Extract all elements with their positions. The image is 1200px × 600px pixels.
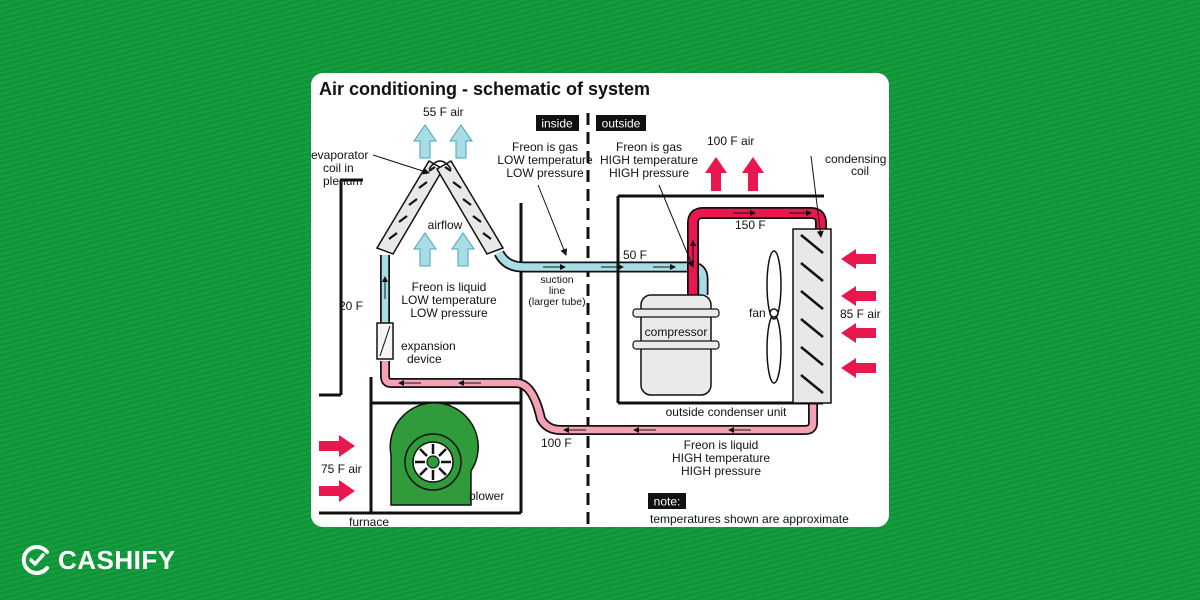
- top-air-temp: 55 F air: [423, 105, 464, 119]
- liquid-low-label-1: Freon is liquid: [412, 280, 487, 294]
- liquid-high-label-3: HIGH pressure: [681, 464, 761, 478]
- gas-high-label-2: HIGH temperature: [600, 153, 698, 167]
- gas-low-label-2: LOW temperature: [497, 153, 593, 167]
- blower-label: blower: [469, 489, 504, 503]
- diagram-card: Air conditioning - schematic of system i…: [311, 73, 889, 527]
- temp-20-label: 20 F: [339, 299, 363, 313]
- liquid-low-label-2: LOW temperature: [401, 293, 497, 307]
- liquid-high-flow-arrows: [398, 380, 751, 433]
- airflow-arrows: [413, 232, 475, 267]
- outside-air-arrows: [841, 249, 876, 378]
- fan-icon: [766, 250, 782, 384]
- hot-air-temp: 100 F air: [707, 134, 754, 148]
- expansion-label-1: expansion: [401, 339, 456, 353]
- gas-low-label-3: LOW pressure: [506, 166, 584, 180]
- suction-label-1: suction: [540, 274, 573, 286]
- temp-150-label: 150 F: [735, 218, 766, 232]
- gas-high-label-3: HIGH pressure: [609, 166, 689, 180]
- condenser-unit-label: outside condenser unit: [666, 405, 787, 419]
- cold-air-arrows-top: [413, 124, 473, 159]
- compressor-label: compressor: [645, 325, 708, 339]
- suction-label-2: line: [549, 285, 566, 297]
- hot-gas-flow-arrows: [690, 210, 812, 263]
- evaporator-coil: [375, 159, 505, 255]
- compressor: [632, 294, 720, 396]
- furnace-label: furnace: [349, 515, 389, 527]
- blower: [389, 402, 479, 506]
- suction-line: [494, 250, 709, 295]
- temp-100-label: 100 F: [541, 436, 572, 450]
- brand-name: CASHIFY: [58, 544, 176, 575]
- condensing-label-2: coil: [851, 164, 869, 178]
- note-tag: note:: [654, 495, 681, 509]
- hot-air-arrows: [705, 157, 764, 191]
- temp-50-label: 50 F: [623, 248, 647, 262]
- diagram-title: Air conditioning - schematic of system: [319, 79, 650, 99]
- inside-tag-bg: [536, 115, 579, 131]
- leader-lines: [372, 154, 824, 268]
- inside-tag: inside: [541, 117, 573, 131]
- ac-schematic: Air conditioning - schematic of system i…: [311, 79, 886, 527]
- condensing-label-1: condensing: [825, 152, 886, 166]
- evaporator-label-1: evaporator: [311, 148, 368, 162]
- outside-tag-bg: [596, 115, 646, 131]
- evaporator-label-3: plenum: [323, 174, 362, 188]
- expansion-label-2: device: [407, 352, 442, 366]
- return-air-arrows: [319, 435, 355, 502]
- condensing-coil: [792, 228, 832, 404]
- liquid-low-label-3: LOW pressure: [410, 306, 488, 320]
- evaporator-label-2: coil in: [323, 161, 354, 175]
- note-text: temperatures shown are approximate: [650, 512, 849, 526]
- suction-label-3: (larger tube): [528, 296, 585, 308]
- airflow-label: airflow: [428, 218, 463, 232]
- outside-air-temp: 85 F air: [840, 307, 881, 321]
- liquid-high-label-2: HIGH temperature: [672, 451, 770, 465]
- condenser-unit-frame: [616, 194, 829, 405]
- cashify-logo-icon: [21, 545, 49, 575]
- note-tag-bg: [648, 493, 686, 509]
- outside-tag: outside: [602, 117, 641, 131]
- gas-high-label-1: Freon is gas: [616, 140, 682, 154]
- liquid-high-label-1: Freon is liquid: [684, 438, 759, 452]
- cashify-logo: CASHIFY: [20, 540, 176, 580]
- return-air-temp: 75 F air: [321, 462, 362, 476]
- fan-label: fan: [749, 306, 766, 320]
- gas-low-label-1: Freon is gas: [512, 140, 578, 154]
